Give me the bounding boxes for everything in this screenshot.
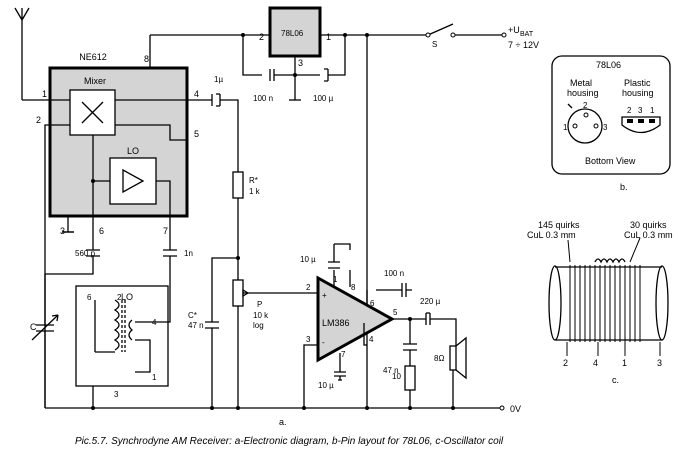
c-560p-label: 560 p (75, 249, 96, 258)
lm386-pin1: 1 (333, 275, 338, 284)
ubat-label: +U (508, 25, 520, 35)
r-star-label: R* (249, 176, 258, 185)
antenna-icon (14, 7, 50, 101)
pot-taper: log (253, 321, 264, 330)
bottom-view-label: Bottom View (585, 156, 636, 166)
coil-terminal-4: 4 (593, 358, 598, 368)
c-1u-label: 1µ (214, 75, 223, 84)
c-100n-reg-label: 100 n (253, 94, 273, 103)
ne612-pin5: 5 (194, 129, 199, 139)
pinout-panel (551, 55, 671, 175)
lm386-pin2: 2 (306, 283, 311, 292)
ne612-pin7: 7 (163, 226, 168, 236)
plastic-pin-2: 3 (638, 106, 643, 115)
panel-c-label: c. (612, 375, 619, 385)
coil-pin3: 3 (114, 390, 119, 399)
ne612-label: NE612 (79, 52, 107, 62)
metal-label-2: housing (567, 88, 599, 98)
pinout-title: 78L06 (596, 60, 621, 70)
regulator-78l06 (242, 6, 428, 101)
coil-pin4: 4 (152, 318, 157, 327)
lo-coil-assembly (75, 285, 169, 387)
pot-label: P (257, 300, 262, 309)
potentiometer (232, 279, 310, 408)
lo-coil-label: LO (121, 292, 133, 302)
r-10-label: 10 (392, 372, 401, 381)
reg-label: 78L06 (281, 29, 304, 38)
c-100u-label: 100 µ (313, 94, 334, 103)
coil-pin2: 2 (117, 293, 122, 302)
c-10u-bot-label: 10 µ (318, 381, 334, 390)
lm386-amp (303, 243, 420, 408)
lm386-pin7: 7 (341, 350, 346, 359)
c-star-label: C* (188, 311, 197, 320)
plastic-label-1: Plastic (624, 78, 651, 88)
reg-pin-in: 2 (259, 32, 264, 42)
ubat-range: 7 ÷ 12V (508, 40, 539, 50)
coil-terminal-1: 1 (622, 358, 627, 368)
lm386-pin8: 8 (351, 283, 356, 292)
metal-pin-2: 2 (583, 101, 588, 110)
lm386-pin3: 3 (306, 335, 311, 344)
pot-value: 10 k (253, 311, 269, 320)
reg-pin-gnd: 3 (298, 58, 303, 68)
lm386-plus: + (322, 291, 327, 300)
lm386-pin5: 5 (393, 308, 398, 317)
ne612-pin1: 1 (42, 89, 47, 99)
lm386-minus: - (322, 338, 325, 347)
c-100n-amp-label: 100 n (384, 269, 404, 278)
lm386-label: LM386 (322, 318, 350, 328)
speaker-label: 8Ω (434, 354, 444, 363)
ne612-pin4: 4 (194, 89, 199, 99)
ne612-pin3: 3 (60, 226, 65, 236)
ne612-pin6: 6 (99, 226, 104, 236)
speaker-icon (449, 336, 467, 408)
coil-quirks-1a: 145 quirks (538, 220, 580, 230)
coil-quirks-2a: 30 quirks (630, 220, 667, 230)
lm386-pin4: 4 (369, 335, 374, 344)
coil-quirks-2b: CuL 0.3 mm (624, 230, 673, 240)
lm386-pin6: 6 (370, 299, 375, 308)
var-cap-label: C (30, 322, 37, 332)
c-10u-top-label: 10 µ (300, 255, 316, 264)
r-star-value: 1 k (249, 187, 261, 196)
switch-label: S (432, 40, 437, 49)
ne612-pin8: 8 (144, 54, 149, 64)
panel-a-label: a. (279, 417, 287, 427)
metal-pin-1: 1 (563, 123, 568, 132)
resistor-r-star (232, 171, 244, 199)
lo-block-label: LO (127, 146, 139, 156)
resistor-10 (404, 365, 416, 391)
c-220u-label: 220 µ (420, 297, 441, 306)
variable-capacitor (31, 274, 59, 408)
c-47n-out-label: 47 n (383, 366, 399, 375)
figure-caption: Pic.5.7. Synchrodyne AM Receiver: a-Elec… (75, 436, 504, 447)
zero-v-label: 0V (510, 404, 521, 414)
metal-label-1: Metal (570, 78, 592, 88)
mixer-label: Mixer (84, 76, 106, 86)
coil-terminal-3: 3 (657, 358, 662, 368)
plastic-label-2: housing (622, 88, 654, 98)
panel-b-label: b. (620, 182, 628, 192)
coil-drawing (548, 237, 669, 356)
ne612-pin2: 2 (36, 115, 41, 125)
coil-quirks-1b: CuL 0.3 mm (527, 230, 576, 240)
reg-pin-out: 1 (326, 32, 331, 42)
power-switch (425, 23, 507, 38)
plastic-pin-1: 2 (627, 106, 632, 115)
plastic-pin-3: 1 (650, 106, 655, 115)
c-star-value: 47 n (188, 321, 204, 330)
coil-pin6: 6 (87, 293, 92, 302)
coil-terminal-2: 2 (563, 358, 568, 368)
c-1n-label: 1n (184, 249, 193, 258)
ne612-chip (48, 35, 189, 222)
metal-pin-3: 3 (603, 123, 608, 132)
coil-pin1: 1 (152, 373, 157, 382)
ubat-sub: BAT (520, 31, 534, 38)
